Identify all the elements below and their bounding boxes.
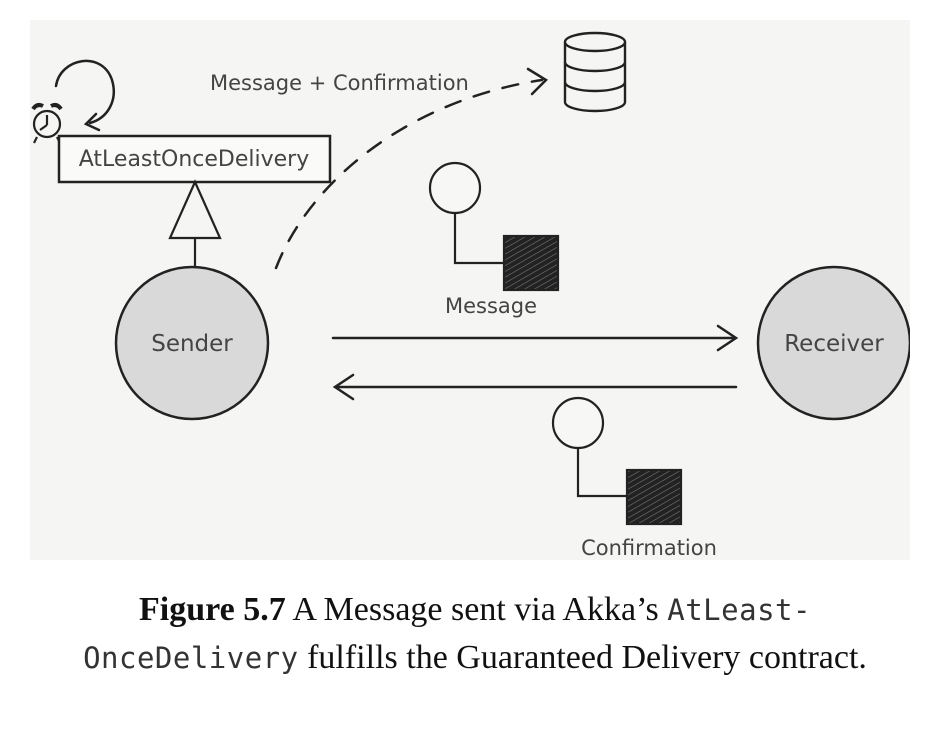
message-plus-confirmation-label: Message + Confirmation	[210, 71, 469, 95]
receiver-label: Receiver	[784, 331, 884, 357]
figure-caption: Figure 5.7 A Message sent via Akka’s AtL…	[20, 586, 930, 682]
alarm-clock-icon	[31, 103, 63, 144]
caption-code-part2: OnceDelivery	[83, 641, 299, 675]
persist-arrow	[274, 67, 549, 270]
figure-label: Figure 5.7	[139, 591, 286, 628]
message-label: Message	[445, 294, 537, 318]
message-token-icon	[428, 161, 560, 292]
caption-text-before: A Message sent via Akka’s	[285, 591, 668, 628]
message-arrow	[331, 324, 739, 352]
retry-loop-arrow	[54, 59, 115, 132]
confirmation-arrow	[332, 373, 738, 401]
sender-node	[114, 265, 270, 421]
diagram-panel: AtLeastOnceDelivery Sender Receiver Mess…	[30, 20, 910, 560]
receiver-node	[756, 265, 910, 421]
caption-code-part1: AtLeast-	[667, 593, 811, 627]
at-least-once-delivery-label: AtLeastOnceDelivery	[79, 147, 309, 172]
confirmation-label: Confirmation	[581, 536, 717, 560]
guaranteed-delivery-diagram: AtLeastOnceDelivery Sender Receiver Mess…	[31, 31, 910, 560]
confirmation-token-icon	[551, 396, 683, 526]
database-icon	[563, 31, 627, 113]
caption-text-after: fulfills the Guaranteed Delivery contrac…	[298, 639, 867, 676]
sender-label: Sender	[151, 331, 233, 357]
